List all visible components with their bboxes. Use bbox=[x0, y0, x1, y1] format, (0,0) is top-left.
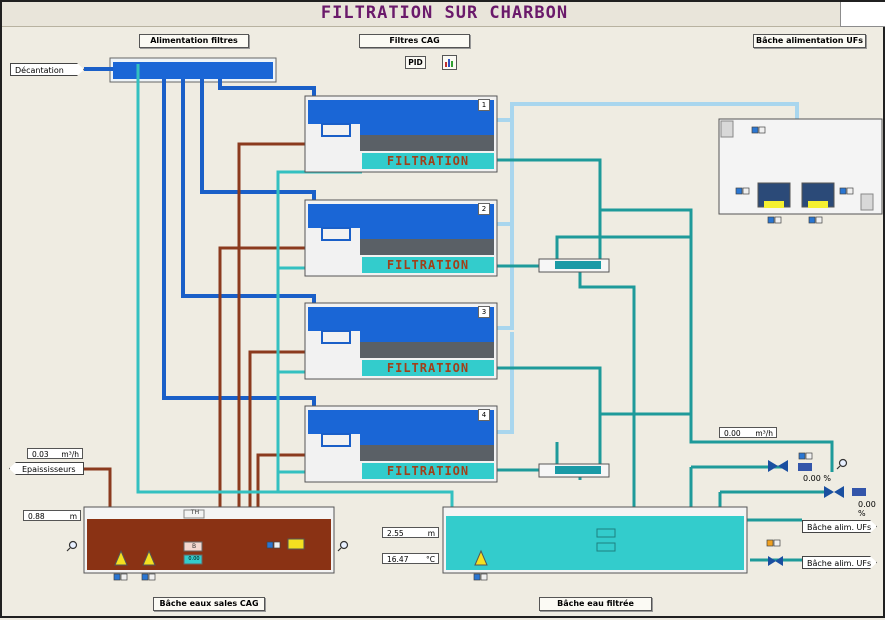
epaississeurs-flow-value: 0.03 bbox=[32, 450, 49, 459]
bache-eau-filtree-button[interactable]: Bâche eau filtrée bbox=[539, 597, 652, 611]
bache-eaux-sales-cag-button[interactable]: Bâche eaux sales CAG bbox=[153, 597, 265, 611]
filter-1-number[interactable]: 1 bbox=[478, 99, 490, 111]
filter-3-number[interactable]: 3 bbox=[478, 306, 490, 318]
page-title: FILTRATION SUR CHARBON bbox=[320, 3, 569, 23]
title-bar bbox=[2, 2, 840, 27]
flowmeter-icon bbox=[798, 463, 866, 496]
sludge-level-value: 0.88 bbox=[28, 512, 45, 521]
b-label: B bbox=[191, 543, 197, 550]
uf-flow-unit: m³/h bbox=[755, 429, 773, 438]
filtered-water-tank bbox=[442, 506, 748, 574]
pid-button[interactable]: PID bbox=[405, 56, 426, 69]
sludge-level-readout: 0.88 m bbox=[23, 510, 81, 521]
status-indicator bbox=[113, 126, 854, 581]
valve-2-percent: 0.00 % bbox=[858, 500, 876, 518]
pump-icon bbox=[287, 538, 305, 550]
filtered-temp-unit: °C bbox=[426, 555, 435, 564]
collection-channel-top bbox=[538, 258, 610, 273]
uf-area bbox=[718, 118, 883, 215]
chart-icon[interactable] bbox=[442, 55, 457, 70]
bache-alimentation-ufs-button[interactable]: Bâche alimentation UFs bbox=[753, 34, 866, 48]
decantation-tag[interactable]: Décantation bbox=[10, 63, 84, 76]
filter-2-label: FILTRATION bbox=[386, 258, 470, 272]
pump-icon bbox=[114, 549, 488, 566]
valve-icon bbox=[768, 460, 844, 566]
sludge-level-unit: m bbox=[69, 512, 77, 521]
filter-3 bbox=[304, 302, 498, 380]
distribution-channel-water bbox=[113, 62, 273, 79]
filter-4-label: FILTRATION bbox=[386, 464, 470, 478]
sub-label: 0.00 bbox=[188, 556, 200, 562]
filtered-temp-readout: 16.47 °C bbox=[382, 553, 439, 564]
epaississeurs-flow-unit: m³/h bbox=[61, 450, 79, 459]
filtres-cag-button[interactable]: Filtres CAG bbox=[359, 34, 470, 48]
filtered-level-value: 2.55 bbox=[387, 529, 404, 538]
alimentation-filtres-button[interactable]: Alimentation filtres bbox=[139, 34, 249, 48]
filter-4 bbox=[304, 405, 498, 483]
filter-1 bbox=[304, 95, 498, 173]
filtered-level-unit: m bbox=[427, 529, 435, 538]
filter-2 bbox=[304, 199, 498, 277]
bache-alim-ufs-tag-2[interactable]: Bâche alim. UFs bbox=[802, 556, 877, 569]
epaississeurs-flow-readout: 0.03 m³/h bbox=[27, 448, 83, 459]
filter-1-label: FILTRATION bbox=[386, 154, 470, 168]
epaississeurs-tag[interactable]: Epaississeurs bbox=[9, 462, 84, 475]
filtered-level-readout: 2.55 m bbox=[382, 527, 439, 538]
filtered-temp-value: 16.47 bbox=[387, 555, 409, 564]
valve-1-percent: 0.00 % bbox=[803, 474, 831, 483]
magnifier-icon bbox=[66, 458, 848, 552]
uf-flow-value: 0.00 bbox=[724, 429, 741, 438]
th-label: TH bbox=[190, 509, 200, 516]
title-bar-blank bbox=[840, 2, 885, 27]
bache-alim-ufs-tag-1[interactable]: Bâche alim. UFs bbox=[802, 520, 877, 533]
filter-2-number[interactable]: 2 bbox=[478, 203, 490, 215]
filter-4-number[interactable]: 4 bbox=[478, 409, 490, 421]
filter-3-label: FILTRATION bbox=[386, 361, 470, 375]
collection-channel-bottom bbox=[538, 463, 610, 478]
uf-flow-readout: 0.00 m³/h bbox=[719, 427, 777, 438]
